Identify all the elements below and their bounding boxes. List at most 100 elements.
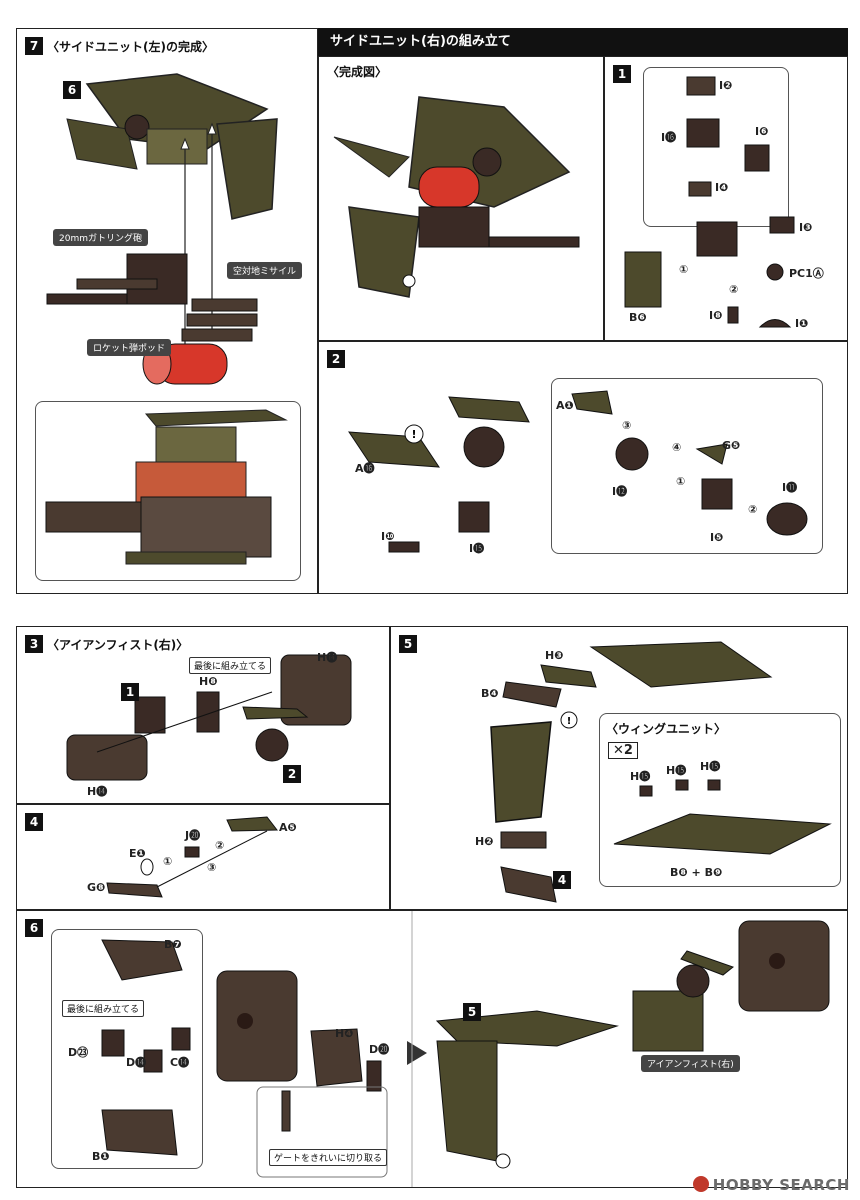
wing-unit-box: 〈ウィングユニット〉 ✕2 H⓯ H⓯ H⓯ B❽ + B❾	[599, 713, 841, 887]
step-title: 〈サイドユニット(左)の完成〉	[47, 40, 214, 54]
label-i2: I❷	[719, 79, 733, 92]
detail-illustration	[571, 390, 808, 536]
step-number: 5	[399, 635, 417, 653]
step-marker-2: ②	[729, 283, 739, 296]
label-i16: I⓰	[661, 131, 677, 144]
step-1-illustration	[624, 76, 795, 328]
step-5-illustration: !	[490, 641, 773, 903]
label-h15-c: H⓯	[700, 760, 721, 773]
label-h8: H❽	[199, 675, 218, 688]
label-i12: I⓬	[612, 485, 628, 498]
step-6-illustration	[216, 911, 830, 1187]
step-marker-4: ④	[672, 441, 682, 454]
label-a16: A⓰	[355, 462, 375, 475]
ref-4: 4	[553, 871, 571, 889]
label-h14-top: H⓮	[317, 651, 338, 664]
label-b1: B❶	[92, 1150, 110, 1163]
step-marker-2: ②	[748, 503, 758, 516]
watermark-text: HOBBY SEARCH	[712, 1176, 850, 1194]
step-marker-3: ③	[207, 861, 217, 874]
step-marker-3: ③	[622, 419, 632, 432]
step-marker-1: ①	[679, 263, 689, 276]
panel-step-6: 6 B❼ 最後に組み立てる D㉓ D⓮ C⓮ B❶ H❹ D	[16, 910, 848, 1188]
label-e1: E❶	[129, 847, 146, 860]
label-base: B❽ + B❾	[670, 866, 723, 879]
label-h2: H❷	[475, 835, 494, 848]
step-number: 1	[613, 65, 631, 83]
ref-5: 5	[463, 1003, 481, 1021]
label-d23: D㉓	[68, 1046, 89, 1059]
step-3-illustration	[66, 654, 352, 781]
label-i5: I❺	[710, 531, 724, 544]
label-i8: I❽	[709, 309, 723, 322]
step-number: 6	[25, 919, 43, 937]
label-h14-bottom: H⓮	[87, 785, 108, 798]
step-number: 4	[25, 813, 43, 831]
label-i10: I❿	[381, 530, 395, 543]
panel-step-7: 7 〈サイドユニット(左)の完成〉 6 20mmガトリング砲 空対地ミサイル ロ…	[16, 28, 318, 594]
panel-step-5: 5 ! H❸ B❹ H❷ 4 〈ウィングユニット〉 ✕2 H⓯ H⓯ H⓯ B❽…	[390, 626, 848, 910]
step-4-illustration	[106, 816, 278, 898]
callout-missile: 空対地ミサイル	[227, 262, 303, 279]
hobby-search-logo-icon	[692, 1176, 709, 1192]
panel-step-1: 1 I❷ I⓰ I❻ I❹ I❸ PC1Ⓐ B❻ I❽ I❶ ① ②	[604, 56, 848, 341]
panel-step-2: 2 ! A⓰ I❿ I⓯ A❶ G❺ I⓬ I⓫ I❺ ③ ④ ① ②	[318, 341, 848, 594]
watermark: HOBBY SEARCH	[692, 1176, 850, 1194]
label-c14: C⓮	[170, 1056, 190, 1069]
svg-text:!: !	[567, 716, 572, 727]
section-header: サイドユニット(右)の組み立て	[318, 28, 848, 56]
label-h15-b: H⓯	[666, 764, 687, 777]
wing-unit-illustration	[613, 779, 832, 855]
label-i15: I⓯	[469, 542, 485, 555]
wing-unit-count: ✕2	[608, 742, 638, 759]
step-2-illustration: !	[348, 396, 530, 553]
step-number: 7	[25, 37, 43, 55]
side-unit-left-illustration	[46, 73, 278, 385]
callout-gatling: 20mmガトリング砲	[53, 229, 148, 246]
label-h3: H❸	[545, 649, 564, 662]
label-g8: G❽	[87, 881, 106, 894]
step-number: 2	[327, 350, 345, 368]
step-marker-2: ②	[215, 839, 225, 852]
callout-assemble-last: 最後に組み立てる	[189, 657, 272, 674]
label-d20: D⓴	[369, 1043, 390, 1056]
panel-step-3: 3 〈アイアンフィスト(右)〉 最後に組み立てる H⓮ H❽ 1 2 H⓮	[16, 626, 390, 804]
label-b6: B❻	[629, 311, 647, 324]
label-i11: I⓫	[782, 481, 798, 494]
callout-trim-gate: ゲートをきれいに切り取る	[269, 1149, 388, 1166]
complete-title: 〈完成図〉	[327, 65, 388, 79]
label-g5: G❺	[722, 439, 741, 452]
label-pc1a: PC1Ⓐ	[789, 267, 824, 280]
label-b4: B❹	[481, 687, 499, 700]
label-d14: D⓮	[126, 1056, 147, 1069]
panel-step-4: 4 J⓴ A❺ E❶ G❽ ② ① ③	[16, 804, 390, 910]
subassembly-illustration	[101, 939, 191, 1156]
callout-assemble-last: 最後に組み立てる	[62, 1000, 145, 1017]
label-i1: I❶	[795, 317, 809, 330]
part-label: 6	[63, 81, 81, 99]
step-title: 〈アイアンフィスト(右)〉	[47, 638, 189, 652]
callout-iron-fist: アイアンフィスト(右)	[641, 1055, 740, 1072]
detail-illustration	[45, 409, 288, 565]
callout-rocket-pod: ロケット弾ポッド	[87, 339, 172, 356]
step-marker-1: ①	[676, 475, 686, 488]
side-unit-right-illustration	[333, 96, 580, 298]
label-h4: H❹	[335, 1027, 354, 1040]
panel-complete-view: 〈完成図〉	[318, 56, 604, 341]
label-h15-a: H⓯	[630, 770, 651, 783]
svg-text:!: !	[411, 428, 416, 441]
detail-box: A❶ G❺ I⓬ I⓫ I❺ ③ ④ ① ②	[551, 378, 823, 554]
label-i4: I❹	[715, 181, 729, 194]
label-i6: I❻	[755, 125, 769, 138]
ref-1: 1	[121, 683, 139, 701]
label-a1: A❶	[556, 399, 574, 412]
step-number: 3	[25, 635, 43, 653]
label-i3: I❸	[799, 221, 813, 234]
subassembly-box: B❼ 最後に組み立てる D㉓ D⓮ C⓮ B❶	[51, 929, 203, 1169]
label-j20: J⓴	[185, 829, 201, 842]
step-marker-1: ①	[163, 855, 173, 868]
ref-2: 2	[283, 765, 301, 783]
wing-unit-title: 〈ウィングユニット〉	[606, 722, 727, 736]
detail-view	[35, 401, 301, 581]
label-b7: B❼	[164, 938, 182, 951]
